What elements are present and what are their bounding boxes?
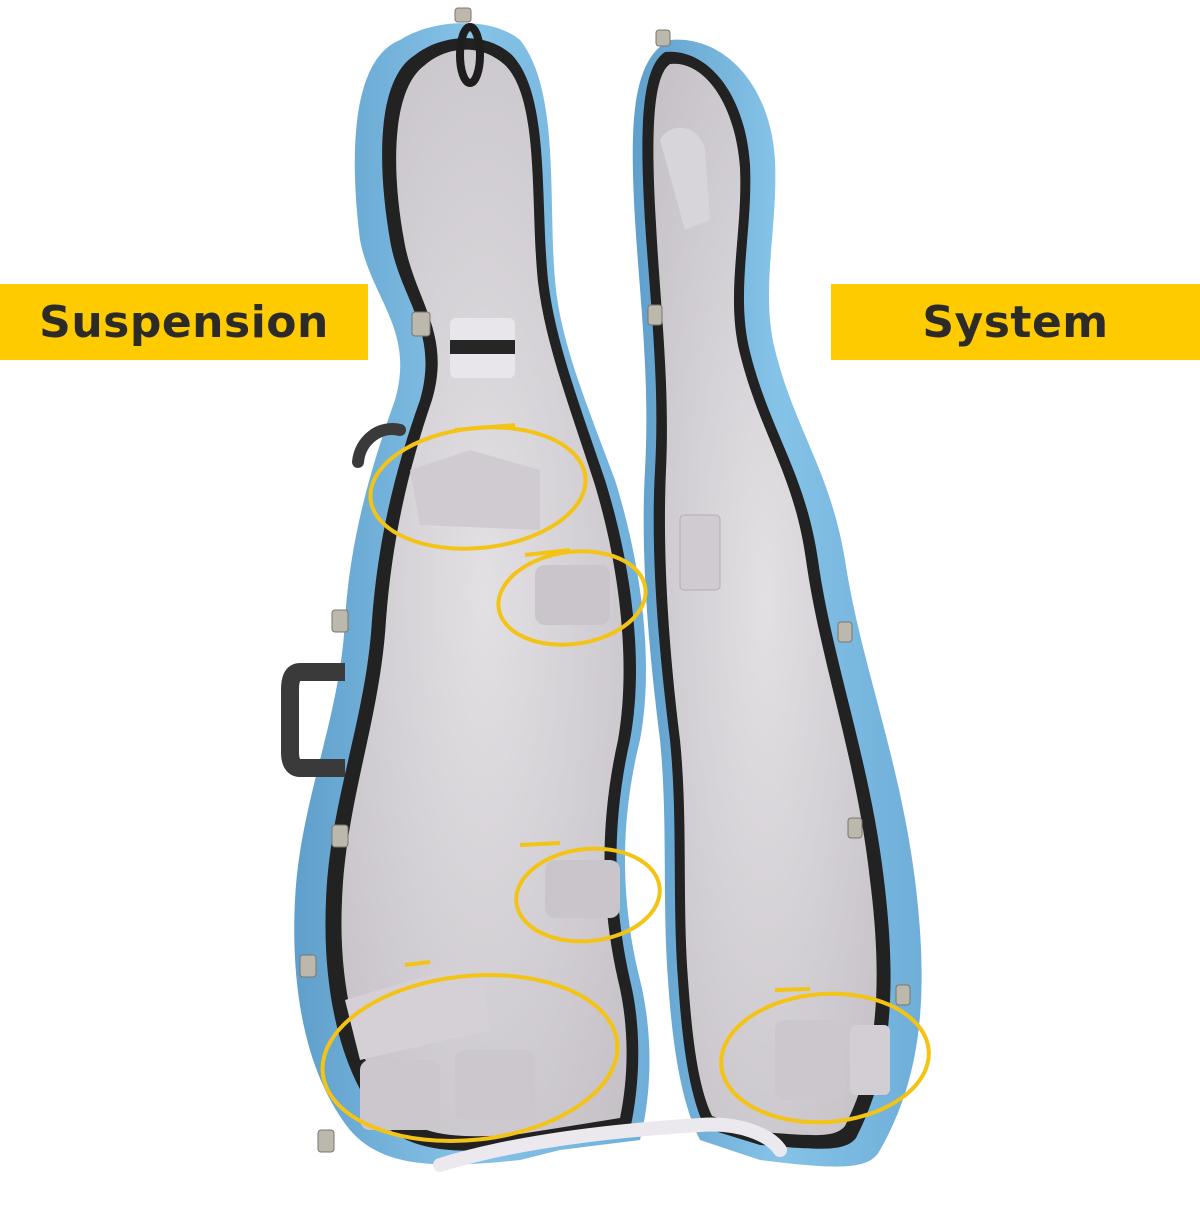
highlight-lower-pad: [514, 846, 662, 944]
label-suspension: Suspension: [0, 284, 368, 360]
label-suspension-text: Suspension: [39, 296, 329, 348]
label-system: System: [831, 284, 1200, 360]
case-left-half: [281, 7, 650, 1165]
shoulder-strap: [433, 1117, 787, 1172]
label-system-text: System: [922, 296, 1109, 348]
highlight-bottom-right: [719, 991, 931, 1125]
case-right-half: [632, 29, 922, 1167]
highlight-circles: [320, 423, 931, 1144]
highlight-bottom-left: [320, 972, 620, 1144]
